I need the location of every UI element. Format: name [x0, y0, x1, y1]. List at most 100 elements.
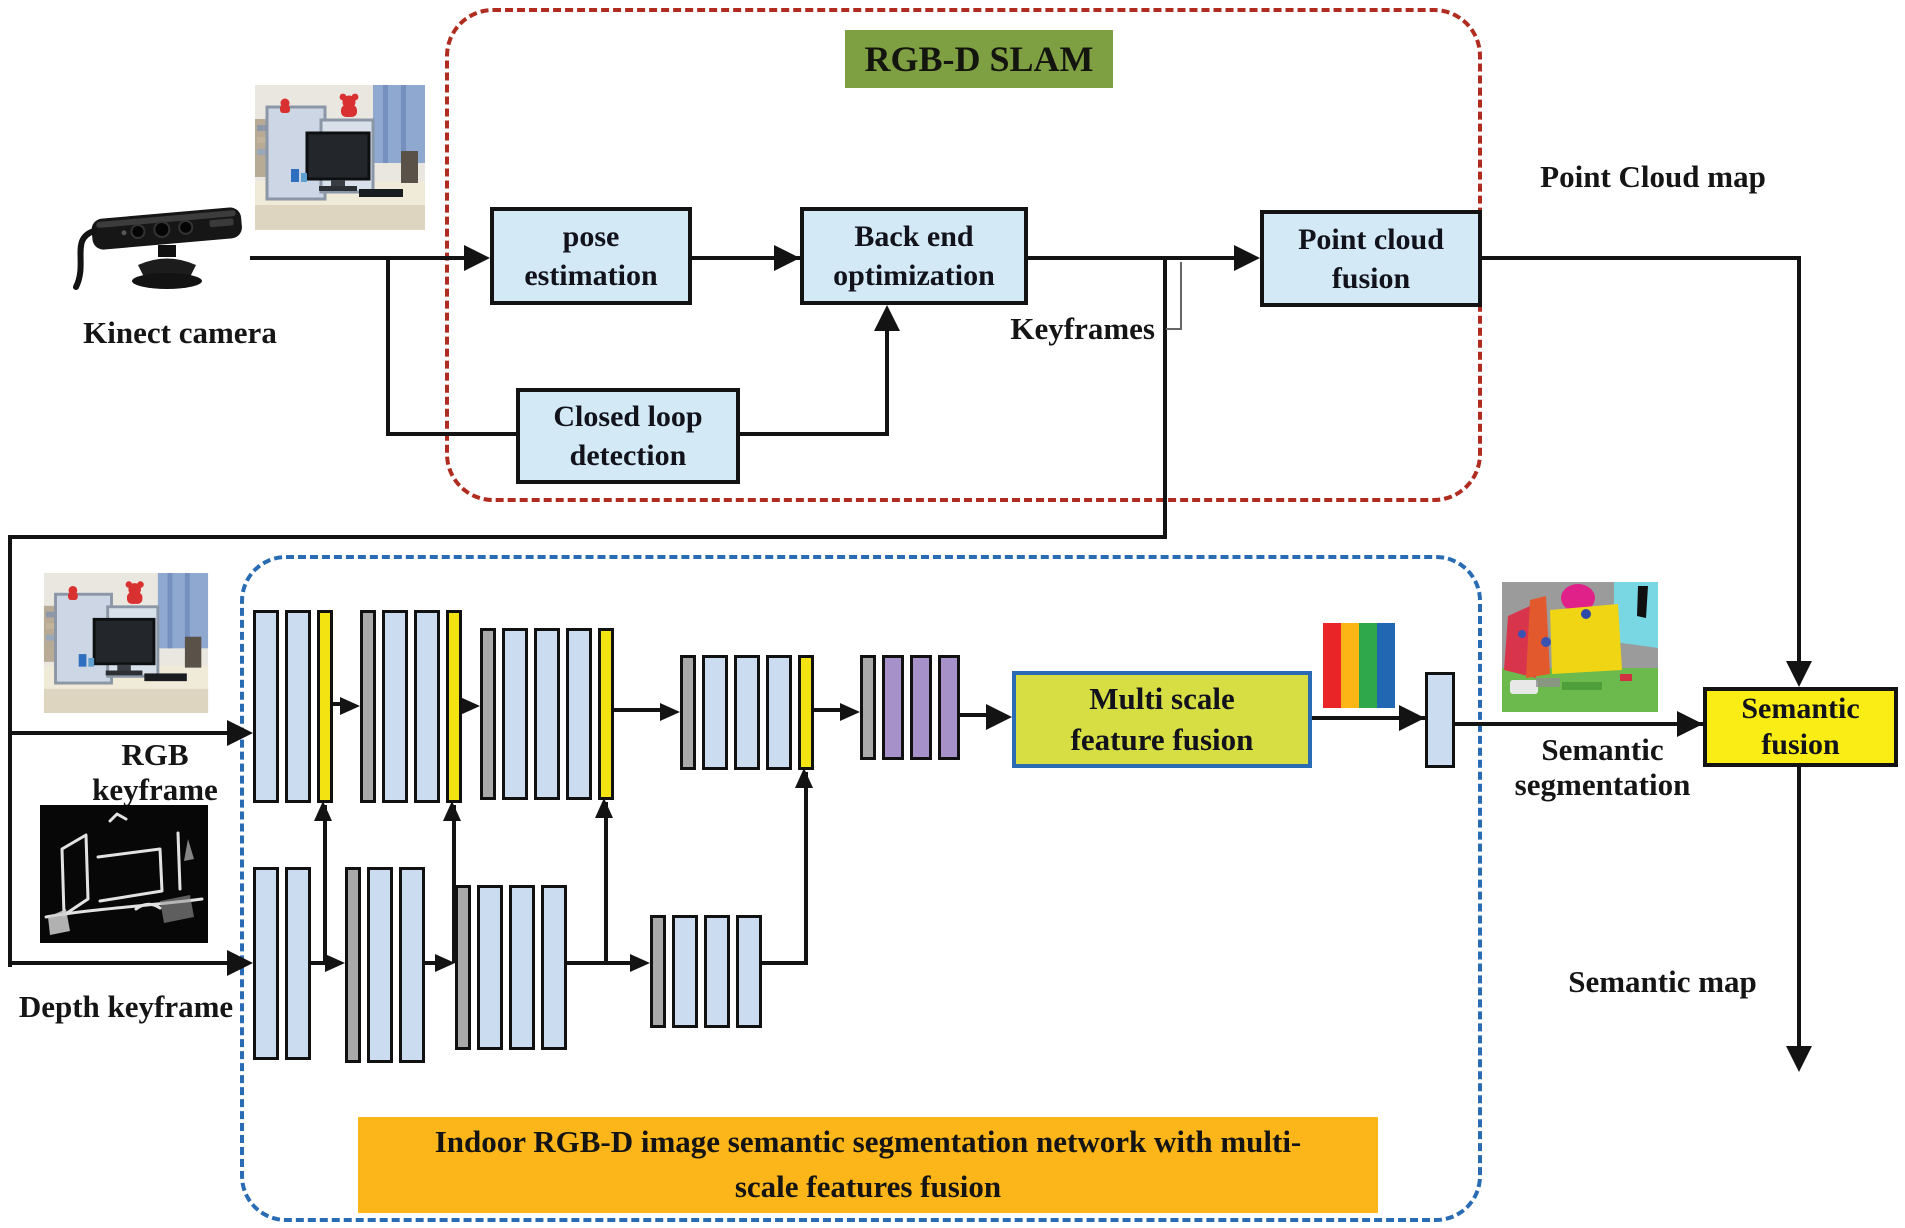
backend-optimization-box: Back end optimization [800, 207, 1028, 305]
skip-arrow-2-icon [443, 801, 461, 821]
arrow-into-semfusion-icon [1677, 711, 1703, 737]
conv-layer-bar [285, 867, 311, 1060]
conv-layer-bar [534, 628, 560, 800]
class-score-bars-icon [1323, 623, 1395, 708]
skip-arrow-4-icon [795, 768, 813, 788]
closed-line2: detection [569, 439, 687, 472]
line-s4-s5 [814, 708, 844, 712]
pool-layer-bar [650, 915, 666, 1028]
arrow-into-semfusion-top-icon [1786, 661, 1812, 687]
conv-layer-bar [766, 655, 792, 770]
arrow-d3-d4-icon [630, 954, 650, 972]
arrow-rgb-feed-icon [227, 720, 253, 746]
line-d4-exit [762, 961, 808, 965]
keyframes-bracket-v [1180, 262, 1182, 330]
rgb-conv-block-4 [680, 655, 814, 770]
backend-line1: Back end [854, 220, 974, 253]
rgb-keyframe-image [43, 573, 209, 713]
conv-layer-bar [414, 610, 440, 803]
semfusion-line2: fusion [1761, 728, 1840, 761]
skip-line-4 [804, 772, 808, 963]
line-camera-to-pose [250, 256, 486, 260]
conv-layer-bar [736, 915, 762, 1028]
line-seg-out [1455, 722, 1703, 726]
conv-layer-bar [509, 885, 535, 1050]
skip-arrow-1-icon [314, 801, 332, 821]
pcf-line2: fusion [1331, 261, 1411, 295]
score-map-bar [1425, 672, 1455, 768]
pool-layer-bar [360, 610, 376, 803]
line-semmap-down [1797, 767, 1801, 1046]
fuse-layer-bar [317, 610, 333, 803]
rgb-scene-photo [255, 85, 425, 230]
arrow-into-pcf-icon [1234, 245, 1260, 271]
conv-layer-bar [285, 610, 311, 803]
conv-layer-bar [704, 915, 730, 1028]
closed-loop-detection-box: Closed loop detection [516, 388, 740, 484]
conv-layer-bar [399, 867, 425, 1063]
line-backend-to-pcf [1028, 256, 1238, 260]
rgb-keyframe-line1: RGB [121, 737, 189, 772]
keyframes-label: Keyframes [1010, 311, 1155, 346]
pool-layer-bar [680, 655, 696, 770]
line-s1-s2 [333, 702, 345, 706]
segmentation-network-frame [240, 555, 1482, 1222]
class-color-bar [1341, 623, 1359, 708]
line-d3-d4 [567, 961, 634, 965]
arrow-s3-s4-icon [660, 703, 680, 721]
rgb-conv-block-3 [480, 628, 614, 800]
semantic-segmentation-label: Semantic segmentation [1500, 732, 1705, 802]
conv-layer-bar [367, 867, 393, 1063]
pose-line1: pose [562, 220, 620, 253]
semantic-map-label: Semantic map [1568, 964, 1757, 999]
point-cloud-fusion-box: Point cloud fusion [1260, 210, 1482, 307]
line-closedloop-out [740, 432, 889, 436]
point-cloud-map-label: Point Cloud map [1540, 159, 1766, 194]
pose-line2: estimation [524, 259, 658, 292]
pool-layer-bar [480, 628, 496, 800]
arrow-s4-s5-icon [840, 703, 860, 721]
arrow-into-scorebar-icon [1399, 705, 1425, 731]
conv-layer-bar [541, 885, 567, 1050]
line-depth-feed [8, 961, 231, 965]
rgbd-slam-title: RGB-D SLAM [845, 30, 1113, 88]
caption-line1: Indoor RGB-D image semantic segmentation… [434, 1124, 1302, 1160]
arrow-d1-d2-icon [325, 954, 345, 972]
pool-layer-bar [345, 867, 361, 1063]
semseg-line2: segmentation [1514, 766, 1691, 802]
line-rgb-feed [8, 731, 231, 735]
line-keyframes-left [8, 535, 1167, 539]
msff-line1: Multi scale [1089, 681, 1235, 717]
pose-estimation-box: pose estimation [490, 207, 692, 305]
depth-conv-block-1 [253, 867, 311, 1060]
conv-layer-bar [253, 867, 279, 1060]
multi-scale-feature-fusion-box: Multi scale feature fusion [1012, 671, 1312, 768]
conv-layer-bar [734, 655, 760, 770]
pool-layer-bar [860, 655, 876, 760]
caption-line2: scale features fusion [734, 1169, 1002, 1204]
line-left-rail [8, 535, 12, 967]
kinect-camera-image [73, 207, 242, 290]
line-keyframes-down [1163, 256, 1167, 539]
line-d2-d3 [425, 961, 439, 965]
segmentation-result-image [1502, 582, 1658, 712]
conv-layer-bar [702, 655, 728, 770]
arrow-into-backend-icon [874, 305, 900, 331]
context-block [860, 655, 960, 760]
skip-line-1 [323, 805, 327, 963]
line-fusion-out [1312, 716, 1425, 720]
line-s5-fusion [960, 713, 990, 717]
line-branch-down [386, 256, 390, 436]
rgb-conv-block-2 [360, 610, 462, 803]
conv-layer-bar [253, 610, 279, 803]
line-d1-d2 [311, 961, 329, 965]
fuse-layer-bar [798, 655, 814, 770]
depth-keyframe-image [40, 805, 208, 943]
skip-line-2 [452, 805, 456, 963]
arrow-into-backend2-icon [774, 245, 800, 271]
rgb-conv-block-1 [253, 610, 333, 803]
pcf-line1: Point cloud [1298, 222, 1444, 256]
context-layer-bar [882, 655, 904, 760]
rgb-keyframe-line2: keyframe [92, 771, 218, 807]
